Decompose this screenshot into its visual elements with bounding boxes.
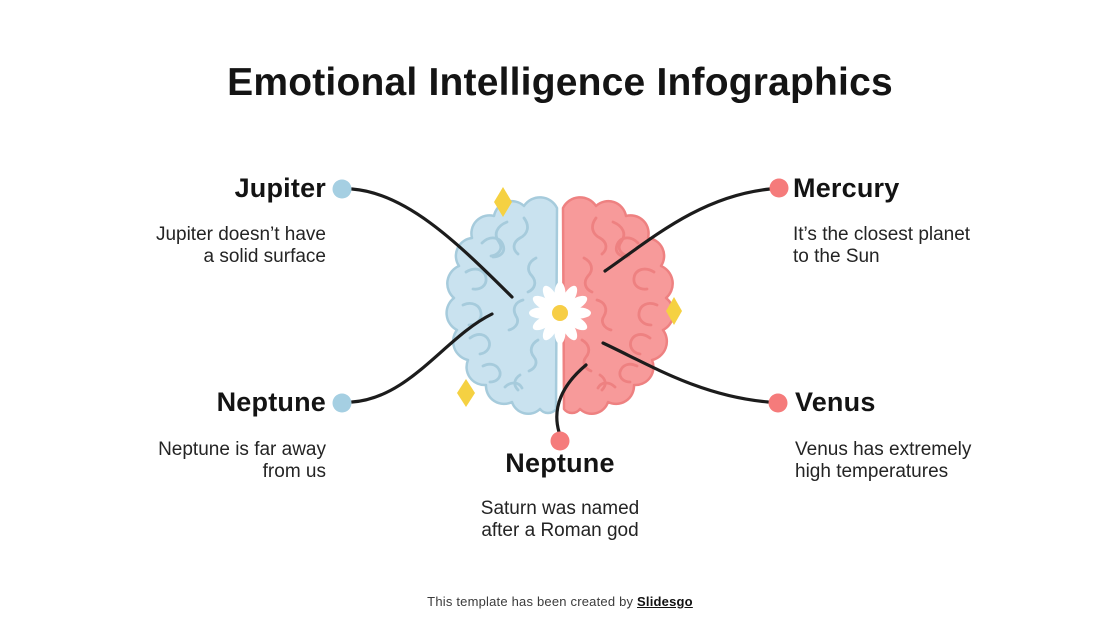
connector-mercury [603,187,772,273]
diamond-icons [457,187,682,407]
brain-left-folds [461,216,540,392]
connector-lines [350,187,772,434]
label-jupiter: Jupiter [234,173,326,203]
footer-text: This template has been created by [427,594,638,609]
slidesgo-link[interactable]: Slidesgo [637,594,693,609]
label-mercury: Mercury [793,173,900,203]
connector-venus [601,341,770,404]
dot-neptune-left [332,393,352,413]
daisy-flower-icon [529,282,591,344]
dot-neptune-bottom [550,431,570,451]
brain-right-folds [580,216,659,392]
dot-jupiter [332,179,352,199]
label-neptune-bottom: Neptune [505,448,615,478]
description-neptune-left: Neptune is far away from us [40,439,326,483]
description-line: a solid surface [203,246,326,267]
label-venus: Venus [795,387,876,417]
description-jupiter: Jupiter doesn’t have a solid surface [40,224,326,268]
node-dots [332,178,789,451]
diamond-icon [457,379,475,407]
description-venus: Venus has extremely high temperatures [795,439,1085,483]
dot-venus [768,393,788,413]
description-line: high temperatures [795,461,949,482]
footer-credit: This template has been created by Slides… [0,594,1120,609]
dot-mercury [769,178,789,198]
slide-title: Emotional Intelligence Infographics [227,61,893,104]
brain-left-hemisphere [445,196,559,416]
description-line: after a Roman god [481,520,639,541]
diamond-icon [494,187,512,217]
description-line: Jupiter doesn’t have [155,224,326,245]
connector-neptune-bottom [555,363,588,434]
description-line: Neptune is far away [158,439,326,460]
diamond-icon [666,297,682,325]
description-line: It’s the closest planet [793,224,971,245]
connector-neptune-left [350,312,494,404]
description-line: Saturn was named [480,498,640,519]
connector-jupiter [350,187,514,299]
label-neptune-left: Neptune [216,387,326,417]
description-line: from us [262,461,326,482]
description-mercury: It’s the closest planet to the Sun [793,224,1083,268]
description-line: to the Sun [793,246,880,267]
description-neptune-bottom: Saturn was named after a Roman god [410,498,710,542]
brain-right-hemisphere [561,196,675,416]
description-line: Venus has extremely [795,439,972,460]
